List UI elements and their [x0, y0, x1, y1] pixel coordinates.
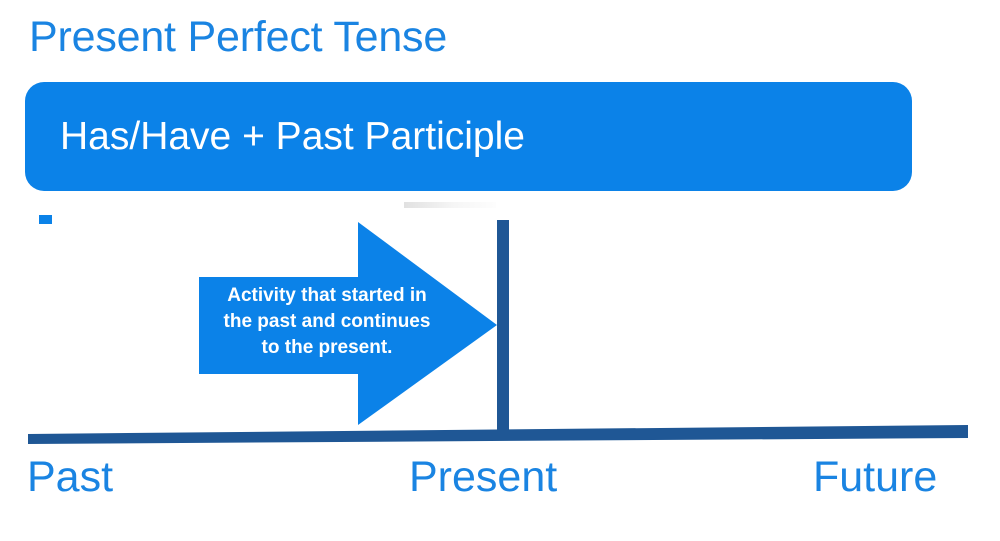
timeline-label-future: Future: [813, 453, 938, 501]
timeline-bar: [28, 425, 968, 444]
arrow-text-line-3: to the present.: [261, 337, 393, 358]
scan-artifact: [404, 202, 496, 208]
present-tick-marker: [497, 220, 509, 438]
page-title: Present Perfect Tense: [29, 13, 448, 61]
arrow-text-line-2: the past and continues: [223, 311, 431, 332]
timeline-label-past: Past: [27, 453, 114, 501]
formula-banner: [25, 82, 912, 224]
banner-left-notch: [39, 215, 52, 224]
arrow-text-line-1: Activity that started in: [227, 285, 427, 306]
formula-banner-text: Has/Have + Past Participle: [60, 115, 525, 158]
timeline-label-present: Present: [409, 453, 558, 501]
activity-arrow-label: Activity that started in the past and co…: [206, 283, 448, 361]
